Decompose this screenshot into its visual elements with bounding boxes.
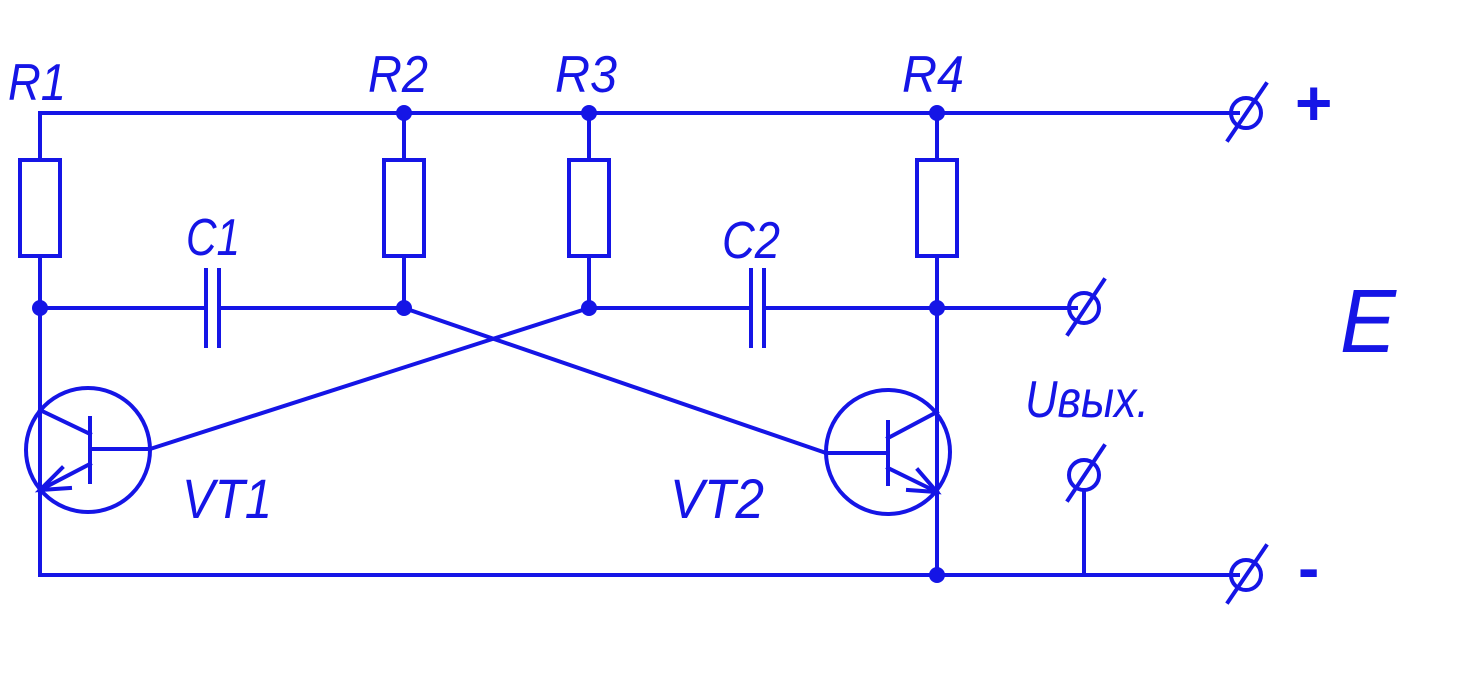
label-c2: C2 [722, 212, 780, 270]
junction-dot [929, 105, 945, 121]
resistor-r1 [18, 158, 62, 258]
terminal-output-top [1065, 277, 1107, 337]
vt2-emitter-arrow [905, 467, 942, 495]
junction-dot [32, 300, 48, 316]
vt2-collector [885, 409, 940, 441]
label-r4: R4 [902, 46, 964, 104]
cross-wire-r2-to-vt2-base [401, 305, 829, 456]
junction-dot [396, 105, 412, 121]
label-vt1: VT1 [182, 467, 272, 530]
junction-dot [581, 300, 597, 316]
vt2-emitter [885, 465, 940, 495]
terminal-output-bottom [1065, 443, 1107, 503]
label-plus: + [1295, 67, 1332, 139]
label-r1: R1 [8, 54, 66, 112]
junction-dot [929, 300, 945, 316]
vt1-collector [37, 407, 93, 437]
label-e: E [1340, 272, 1397, 372]
label-minus: - [1298, 532, 1319, 604]
terminal-negative [1225, 543, 1269, 605]
label-r3: R3 [555, 46, 617, 104]
resistor-r3 [567, 158, 611, 258]
label-vt2: VT2 [670, 467, 764, 530]
junction-dot [929, 567, 945, 583]
resistor-r2 [382, 158, 426, 258]
label-output-voltage: Uвых. [1025, 371, 1149, 429]
resistor-r4 [915, 158, 959, 258]
terminal-positive [1225, 81, 1269, 143]
vt1-emitter-arrow [34, 465, 73, 493]
junction-dot [396, 300, 412, 316]
label-r2: R2 [368, 46, 428, 104]
label-c1: C1 [186, 209, 240, 267]
vt1-emitter [37, 461, 93, 493]
cross-wire-r3-to-vt1-base [147, 305, 592, 452]
junction-dot [581, 105, 597, 121]
